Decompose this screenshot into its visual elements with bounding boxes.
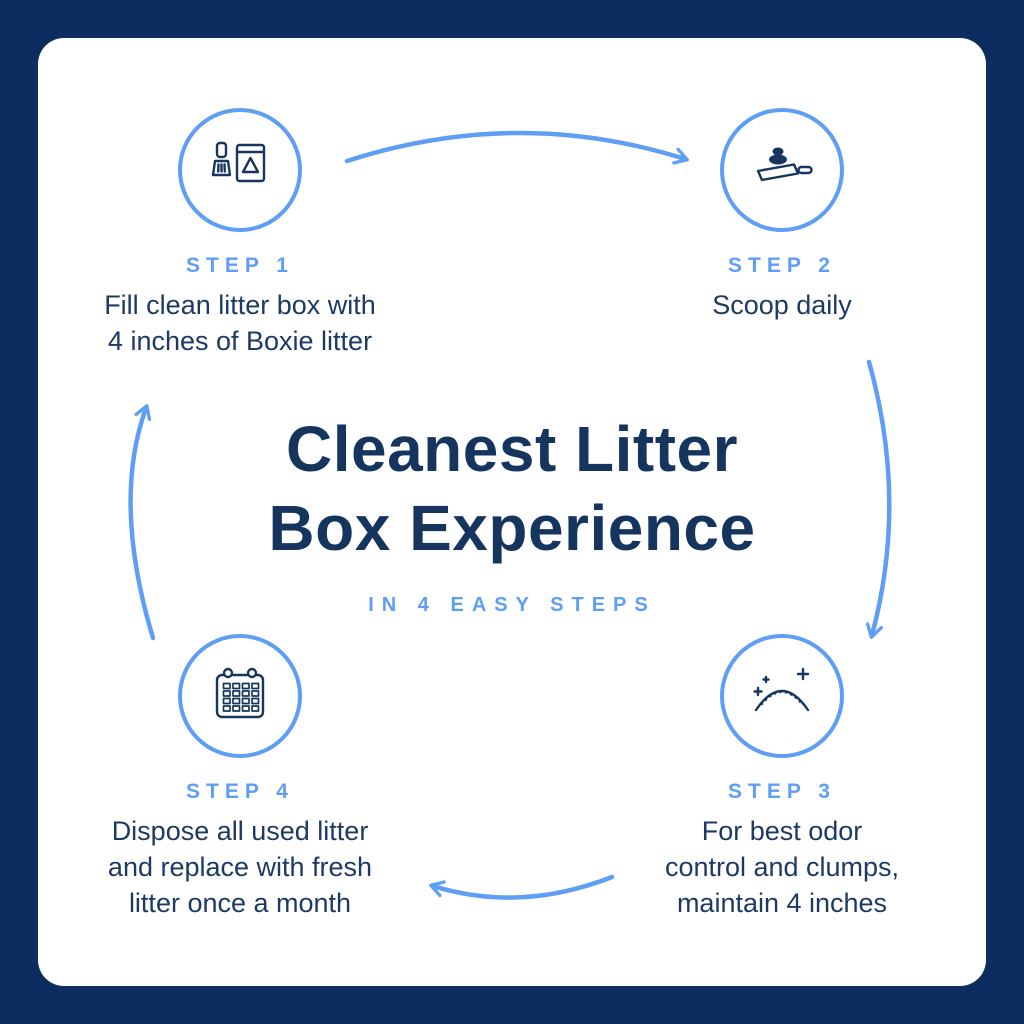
step-3-icon-circle — [720, 634, 844, 758]
step-1-label: STEP 1 — [186, 254, 294, 277]
step-2-icon-circle — [720, 108, 844, 232]
step-4-text: Dispose all used litter and replace with… — [108, 813, 372, 921]
step-4-text-line: Dispose all used litter — [111, 816, 369, 846]
page-title: Cleanest Litter Box Experience — [0, 410, 1024, 568]
step-3-text-line: For best odor — [701, 816, 863, 846]
step-4-block: STEP 4 Dispose all used litter and repla… — [60, 634, 420, 921]
step-2-block: STEP 2 Scoop daily — [602, 108, 962, 323]
step-3-label: STEP 3 — [728, 780, 836, 803]
step-2-text-line: Scoop daily — [712, 290, 852, 320]
scoop-with-clumps-icon — [756, 147, 813, 182]
litter-mound-sparkles-icon — [753, 667, 810, 712]
step-1-text-line: Fill clean litter box with — [104, 290, 376, 320]
step-3-text: For best odor control and clumps, mainta… — [665, 813, 899, 921]
step-3-text-line: maintain 4 inches — [676, 888, 888, 918]
step-1-text: Fill clean litter box with 4 inches of B… — [104, 287, 376, 359]
step-2-text: Scoop daily — [712, 287, 852, 323]
step-4-text-line: and replace with fresh — [107, 852, 373, 882]
step-1-text-line: 4 inches of Boxie litter — [107, 326, 373, 356]
step-4-label: STEP 4 — [186, 780, 294, 803]
step-4-icon-circle — [178, 634, 302, 758]
title-line-2: Box Experience — [268, 492, 756, 564]
calendar-icon — [215, 667, 265, 719]
step-3-text-line: control and clumps, — [664, 852, 900, 882]
step-1-icon-circle — [178, 108, 302, 232]
step-4-text-line: litter once a month — [128, 888, 352, 918]
step-3-block: STEP 3 For best odor control and clumps,… — [602, 634, 962, 921]
title-line-1: Cleanest Litter — [285, 413, 739, 485]
scoop-and-litter-bag-icon — [211, 141, 266, 183]
subtitle: IN 4 EASY STEPS — [368, 594, 656, 616]
step-1-block: STEP 1 Fill clean litter box with 4 inch… — [60, 108, 420, 359]
step-2-label: STEP 2 — [728, 254, 836, 277]
